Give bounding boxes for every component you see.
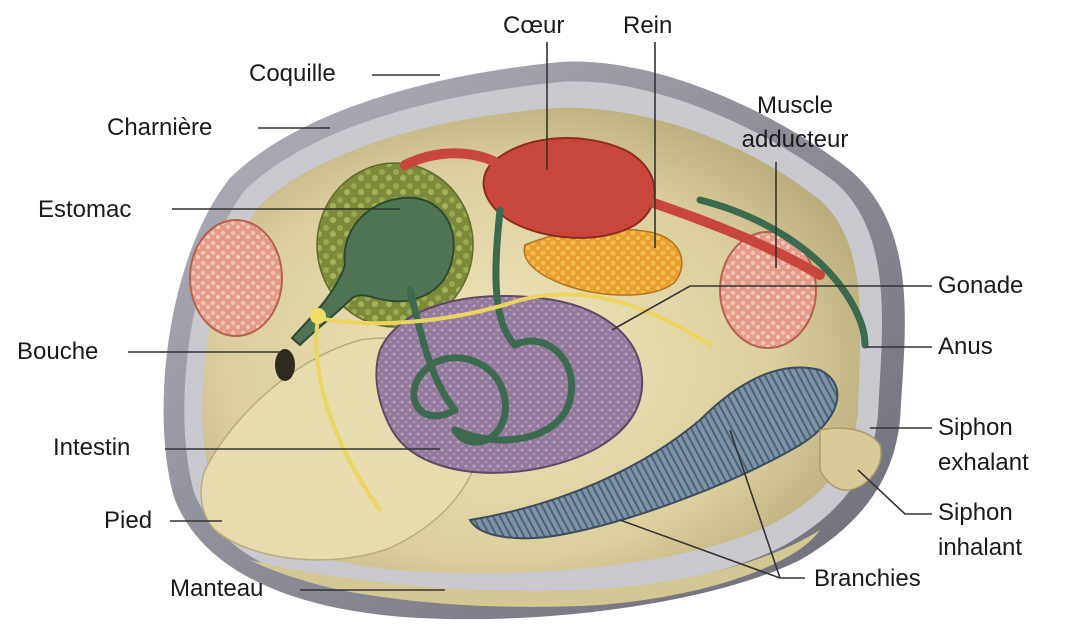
label-charniere: Charnière bbox=[107, 114, 212, 142]
label-gonade: Gonade bbox=[938, 272, 1023, 300]
label-siphon-exhalant-line2: exhalant bbox=[938, 449, 1029, 477]
ganglion bbox=[310, 308, 326, 324]
label-anus: Anus bbox=[938, 333, 993, 361]
label-muscle-line2: adducteur bbox=[720, 126, 870, 154]
label-coquille: Coquille bbox=[249, 60, 336, 88]
label-intestin: Intestin bbox=[53, 434, 130, 462]
label-bouche: Bouche bbox=[17, 338, 98, 366]
label-coeur: Cœur bbox=[503, 12, 564, 40]
anterior-adductor-muscle bbox=[190, 220, 282, 336]
label-rein: Rein bbox=[623, 12, 672, 40]
label-siphon-inhalant-line2: inhalant bbox=[938, 534, 1022, 562]
label-muscle-line1: Muscle bbox=[720, 92, 870, 120]
label-manteau: Manteau bbox=[170, 575, 263, 603]
label-branchies: Branchies bbox=[814, 565, 921, 593]
label-pied: Pied bbox=[104, 507, 152, 535]
label-siphon-inhalant-line1: Siphon bbox=[938, 499, 1013, 527]
label-siphon-exhalant-line1: Siphon bbox=[938, 414, 1013, 442]
label-estomac: Estomac bbox=[38, 196, 131, 224]
mouth bbox=[275, 349, 295, 381]
